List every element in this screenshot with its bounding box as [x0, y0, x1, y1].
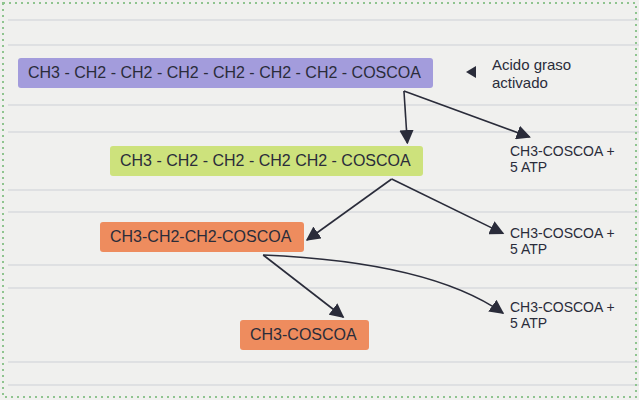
formula-text: CH3-COSCOA + 5 ATP: [510, 143, 620, 175]
formula-text: CH3 - CH2 - CH2 - CH2 CH2 - COSCOA: [120, 152, 413, 170]
ruled-lines: [8, 20, 639, 385]
reaction-arrow: [404, 91, 407, 143]
formula-text: CH3-COSCOA: [250, 326, 359, 344]
formula-text: CH3-COSCOA + 5 ATP: [510, 225, 620, 257]
acetyl-band: CH3-COSCOA: [240, 320, 369, 350]
formula-text: CH3 - CH2 - CH2 - CH2 - CH2 - CH2 - CH2 …: [28, 64, 423, 82]
product-text: CH3-COSCOA + 5 ATP: [506, 140, 624, 178]
dotted-border: [3, 3, 636, 397]
product-text: CH3-COSCOA + 5 ATP: [506, 222, 624, 260]
acyl-band: CH3 - CH2 - CH2 - CH2 CH2 - COSCOA: [110, 146, 423, 176]
pointer-triangle: [466, 66, 476, 78]
annotation-text: Acido graso activado: [492, 56, 612, 92]
reaction-arrow: [404, 91, 530, 137]
formula-text: CH3-CH2-CH2-COSCOA: [110, 228, 294, 246]
fatty-acid-band: CH3 - CH2 - CH2 - CH2 - CH2 - CH2 - CH2 …: [18, 58, 433, 88]
reaction-arrow: [263, 255, 343, 317]
reaction-arrow: [392, 179, 503, 233]
formula-text: CH3-COSCOA + 5 ATP: [510, 299, 620, 331]
reaction-arrow: [263, 255, 503, 313]
acyl-band: CH3-CH2-CH2-COSCOA: [100, 222, 304, 252]
reaction-arrow: [307, 179, 392, 240]
product-text: CH3-COSCOA + 5 ATP: [506, 296, 624, 334]
